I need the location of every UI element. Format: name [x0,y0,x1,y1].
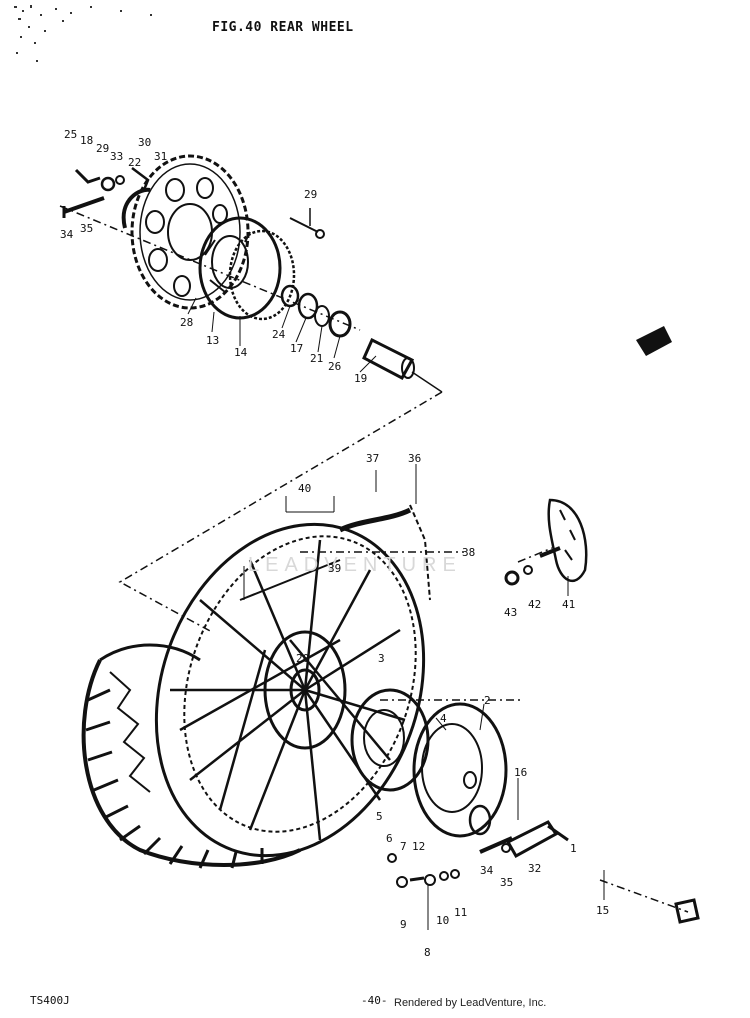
chain-guard-piece [636,326,672,356]
rear-axle [676,900,698,922]
callout-35-top: 35 [80,222,94,235]
rendered-by-credit: Rendered by LeadVenture, Inc. [394,997,547,1009]
callout-15: 15 [596,904,610,917]
rim [112,486,469,893]
callout-20: 20 [296,652,310,665]
callout-34-top: 34 [60,228,74,241]
callout-31: 31 [154,150,168,163]
sprocket-assembly [64,156,442,392]
callout-21: 21 [310,352,324,365]
callout-42: 42 [528,598,542,611]
callout-26: 26 [328,360,342,373]
callout-3-upper: 3 [378,652,385,665]
callout-36: 36 [408,452,422,465]
callout-19: 19 [354,372,368,385]
callout-11: 11 [454,906,468,919]
callout-2-upper: 2 [484,694,491,707]
rear-wheel [84,486,469,893]
scan-noise [14,5,152,62]
chain-adjuster [506,500,586,584]
callout-4: 4 [440,712,447,725]
callout-13: 13 [206,334,220,347]
callout-24: 24 [272,328,286,341]
watermark-text: LEADVENTURE [248,554,462,576]
callout-6: 6 [386,832,393,845]
callout-37: 37 [366,452,380,465]
assembly-lines [60,206,688,912]
brake-panel-cover [414,704,506,836]
callout-29-top: 29 [96,142,110,155]
callout-34-lower: 34 [480,864,494,877]
callout-14: 14 [234,346,248,359]
callout-30: 30 [138,136,152,149]
callout-12: 12 [412,840,426,853]
callout-17: 17 [290,342,304,355]
brake-panel [352,690,568,887]
callout-9: 9 [400,918,407,931]
callout-40: 40 [298,482,312,495]
leader-lines [188,298,604,930]
callout-7: 7 [400,840,407,853]
model-code: TS400J [30,994,70,1007]
callout-28: 28 [180,316,194,329]
callout-10: 10 [436,914,450,927]
axle-sleeve [364,340,412,378]
callout-29-right: 29 [304,188,318,201]
callout-41: 41 [562,598,576,611]
tire [84,660,300,865]
callout-16: 16 [514,766,528,779]
callout-5: 5 [376,810,383,823]
callout-1: 1 [570,842,577,855]
callout-32: 32 [528,862,542,875]
callout-22: 22 [128,156,142,169]
callout-8: 8 [424,946,431,959]
callout-33: 33 [110,150,124,163]
callout-39: 39 [328,562,342,575]
callout-18: 18 [80,134,94,147]
figure-title: FIG.40 REAR WHEEL [212,20,354,35]
rear-sprocket [132,156,248,308]
callout-43: 43 [504,606,518,619]
callout-35-lower: 35 [500,876,514,889]
callout-38: 38 [462,546,476,559]
page-number: -40- [361,994,388,1007]
callout-25: 25 [64,128,78,141]
